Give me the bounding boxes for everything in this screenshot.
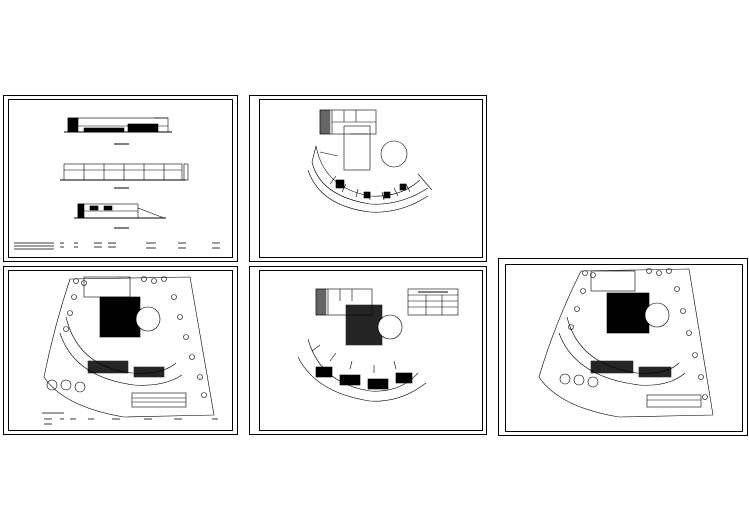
site-tree-icon — [568, 268, 708, 400]
schedule-table — [407, 288, 459, 316]
sheet-border — [8, 270, 233, 431]
sheet-border — [505, 264, 743, 432]
round-hall-icon — [380, 140, 408, 168]
sheet-border — [259, 270, 483, 431]
sheet-border — [259, 99, 483, 258]
round-hall-icon — [377, 314, 403, 340]
elevation-rear — [74, 203, 166, 219]
drawing-sheet-floor-plan-a[interactable] — [249, 95, 487, 262]
elevation-side — [60, 163, 189, 181]
title-block — [14, 242, 220, 250]
drawing-sheet-site-plan-b[interactable] — [498, 258, 748, 436]
drawing-sheet-floor-plan-b[interactable] — [249, 266, 487, 435]
elevation-front — [64, 117, 172, 133]
drawing-sheet-site-plan-a[interactable] — [3, 266, 238, 435]
site-plan-a-drawing — [42, 276, 218, 425]
elevations-drawing — [14, 117, 220, 250]
site-plan-b-drawing — [538, 268, 714, 418]
floor-plan-b-drawing — [297, 288, 459, 402]
sheet-border — [8, 99, 233, 258]
drawing-sheet-elevations[interactable] — [3, 95, 238, 262]
floor-plan-a-drawing — [307, 109, 433, 213]
